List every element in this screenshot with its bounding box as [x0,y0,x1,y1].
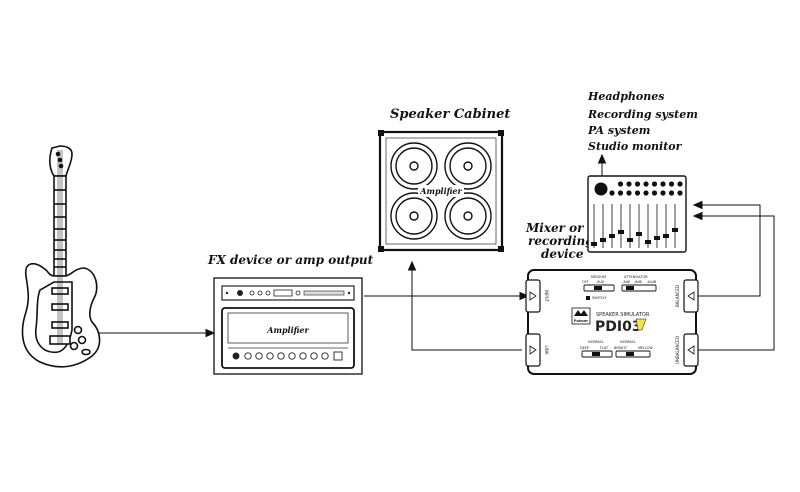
mixer-knob-icon [677,190,683,196]
electric-guitar-icon [21,145,101,368]
mixer-knob-icon [668,190,675,196]
amplifier-group: FX device or amp output Amplifier [207,253,374,375]
pdi-top-label-off: OFF [582,280,589,284]
pdi-subtitle: SPEAKER SIMULATOR [596,312,650,318]
fx-device-label: FX device or amp output [207,253,374,267]
destination-recording: Recording system [587,108,698,121]
mixer-fader-cap-icon [645,240,651,244]
amp-head-badge: Amplifier [266,325,309,335]
mixer-fader-cap-icon [627,238,633,242]
port-input-label: INPUT [544,290,549,303]
pdi-bottom-label-bright: BRIGHT [614,346,628,350]
arrow-mixer-output [597,153,607,176]
mixer-fader-cap-icon [600,238,606,242]
mixer-fader-cap-icon [672,228,678,232]
pdi-model-name: PDI03 [595,319,642,335]
mixer-fader-bank-icon [591,204,678,248]
pdi03-speaker-simulator: INPUT LINK BALANCED UNBALANCED MEDIUM AT… [525,269,699,375]
speaker-cabinet-label: Speaker Cabinet [390,107,510,122]
mixer-knob-icon [677,181,683,187]
port-unbalanced-label: UNBALANCED [675,336,680,364]
pdi-accent-icon [635,318,647,331]
mixer-knob-icon [634,190,641,196]
destination-pa: PA system [587,124,650,137]
mixer-group: Headphones Recording system PA system St… [525,90,698,261]
mixer-knob-icon [660,190,666,196]
pdi-switch-label: SWITCH [592,296,606,300]
mixer-fader-cap-icon [636,232,642,236]
arrow-pdi-to-cabinet [407,260,522,351]
mixer-knob-icon [617,181,624,187]
mixer-knob-icon [651,190,658,196]
mixer-knob-icon [660,181,666,187]
amplifier-head: Amplifier [221,307,355,369]
mixer-label-line1: Mixer or [525,221,585,235]
port-balanced-label: BALANCED [675,285,680,307]
mixer-label-line3: device [541,247,584,261]
port-link-label: LINK [544,345,549,354]
mixer-knob-icon [643,190,649,196]
pdi-top-label-10db: -10dB [646,280,657,284]
mixer-knob-icon [609,190,615,196]
pdi-bottom-label-deep: DEEP [580,346,589,350]
arrow-fx-to-pdi [364,291,530,301]
pdi-brand: Palmer [574,319,588,323]
rack-effect-unit [221,285,355,301]
mixer-knob-icon [651,181,658,187]
mixer-fader-cap-icon [663,234,669,238]
mixer-knob-icon [643,181,649,187]
speaker-cabinet-group: Speaker Cabinet Amplifier [378,107,510,252]
pdi-top-label-6db: -6dB [634,280,643,284]
mixer-fader-cap-icon [609,234,615,238]
pdi-top-label-aux: AUX [597,280,605,284]
rack-knob-icon [237,290,243,296]
mixer-fader-cap-icon [654,236,660,240]
pdi-top-label-3db: -3dB [622,280,631,284]
mixer-label-line2: recording [528,234,594,248]
pdi-bottom-label-mellow: MELLOW [638,346,653,350]
mixer-knob-icon [634,181,641,187]
mixer-master-knob-icon [594,182,608,196]
mixer-knob-icon [626,181,632,187]
arrow-guitar-to-fx [98,328,216,338]
pdi-top-label-medium: MEDIUM [591,275,606,279]
mixer-knob-icon [617,190,624,196]
mixer-fader-cap-icon [618,230,624,234]
pdi-bottom-label-normal-right: NORMAL [620,340,636,344]
mixer-knob-icon [668,181,675,187]
amp-knob-row [232,351,343,361]
speaker-cone-icons [390,142,492,240]
mixer-knob-grid-icon [609,181,683,196]
mixer-knob-icon [626,190,632,196]
pdi-top-label-attenuator: ATTENUATOR [624,275,648,279]
cabinet-badge: Amplifier [419,186,462,196]
pdi-bottom-label-flat: FLAT [600,346,609,350]
pdi-bottom-label-normal-left: NORMAL [588,340,604,344]
destination-monitor: Studio monitor [588,140,683,153]
arrow-pdi-to-mixer [692,200,775,351]
destination-headphones: Headphones [587,90,664,103]
mixer-fader-cap-icon [591,242,597,246]
